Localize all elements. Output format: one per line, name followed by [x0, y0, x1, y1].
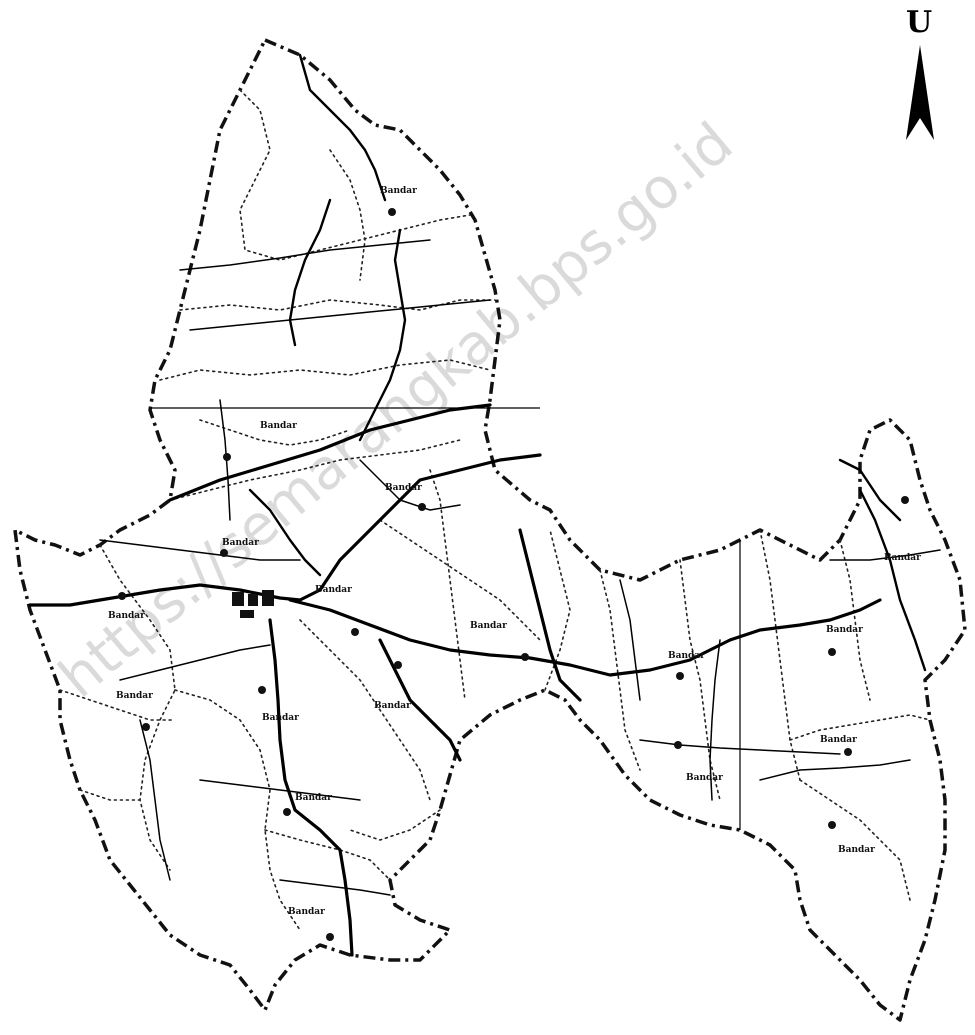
town-dot [901, 496, 909, 504]
town-dot [326, 933, 334, 941]
town-dot [142, 723, 150, 731]
town-label: Bandar [838, 845, 875, 855]
town-markers: BandarBandarBandarBandarBandarBandarBand… [108, 186, 921, 941]
town-label: Bandar [380, 186, 417, 196]
town-center-icon [232, 590, 274, 618]
town-label: Bandar [222, 538, 259, 548]
town-dot [220, 549, 228, 557]
town-dot [394, 661, 402, 669]
town-dot [388, 208, 396, 216]
town-label: Bandar [826, 625, 863, 635]
north-letter: U [906, 5, 932, 40]
town-dot [521, 653, 529, 661]
town-label: Bandar [116, 691, 153, 701]
town-label: Bandar [260, 421, 297, 431]
minor-roads [99, 239, 941, 896]
town-label: Bandar [108, 611, 145, 621]
town-dot [676, 672, 684, 680]
town-label: Bandar [884, 553, 921, 563]
town-dot [418, 503, 426, 511]
town-label: Bandar [315, 585, 352, 595]
town-dot [828, 648, 836, 656]
north-arrow-icon [906, 45, 934, 140]
main-roads [28, 403, 882, 957]
town-label: Bandar [820, 735, 857, 745]
town-label: Bandar [686, 773, 723, 783]
town-label: Bandar [374, 701, 411, 711]
town-label: Bandar [385, 483, 422, 493]
rivers [248, 53, 927, 672]
town-dot [283, 808, 291, 816]
district-boundary [13, 38, 967, 1022]
north-arrow: U [906, 5, 934, 140]
town-label: Bandar [262, 713, 299, 723]
town-label: Bandar [295, 793, 332, 803]
town-dot [223, 453, 231, 461]
town-label: Bandar [288, 907, 325, 917]
town-dot [828, 821, 836, 829]
town-dot [118, 592, 126, 600]
town-label: Bandar [668, 651, 705, 661]
subdistrict-boundaries [59, 89, 931, 931]
town-dot [351, 628, 359, 636]
town-label: Bandar [470, 621, 507, 631]
town-dot [674, 741, 682, 749]
town-dot [844, 748, 852, 756]
town-dot [258, 686, 266, 694]
